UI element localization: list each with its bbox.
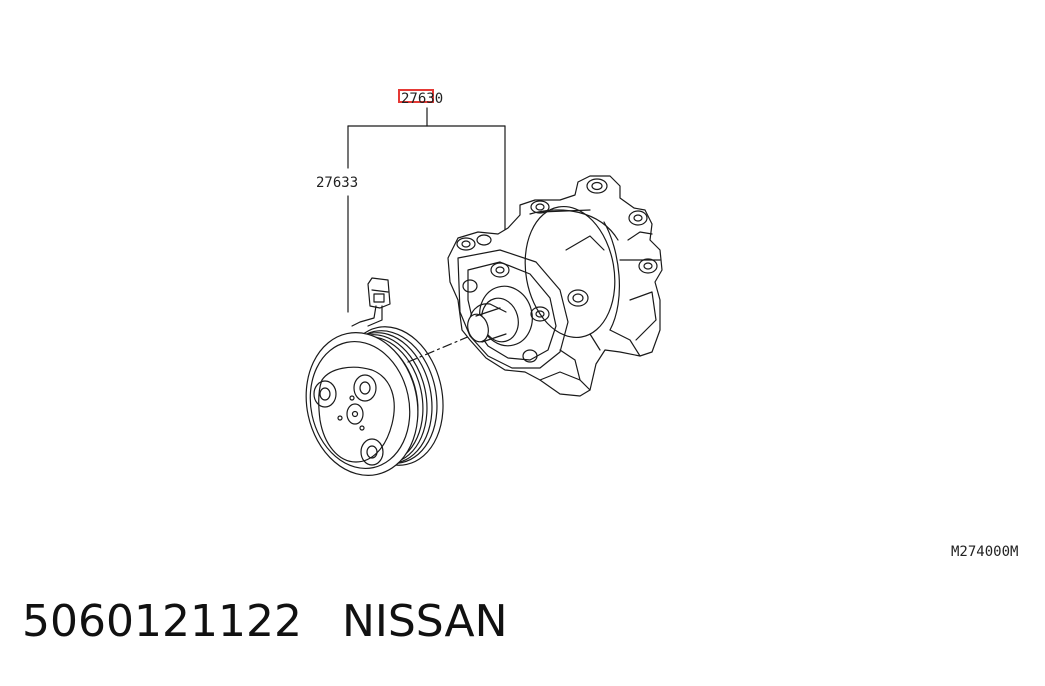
compressor-body-drawing xyxy=(447,175,663,397)
axis-dash-line xyxy=(407,335,471,363)
brand-name: NISSAN xyxy=(341,596,508,647)
callout-label-assembly[interactable]: 27630 xyxy=(401,91,443,107)
callout-leader-lines xyxy=(347,107,506,313)
part-number: 5060121122 xyxy=(22,596,302,647)
callout-highlight-box xyxy=(398,89,434,103)
clutch-pulley-drawing xyxy=(305,277,444,476)
diagram-reference-code: M274000M xyxy=(951,544,1019,560)
callout-label-clutch[interactable]: 27633 xyxy=(316,175,358,191)
footer-caption: 5060121122 NISSAN xyxy=(22,596,508,647)
